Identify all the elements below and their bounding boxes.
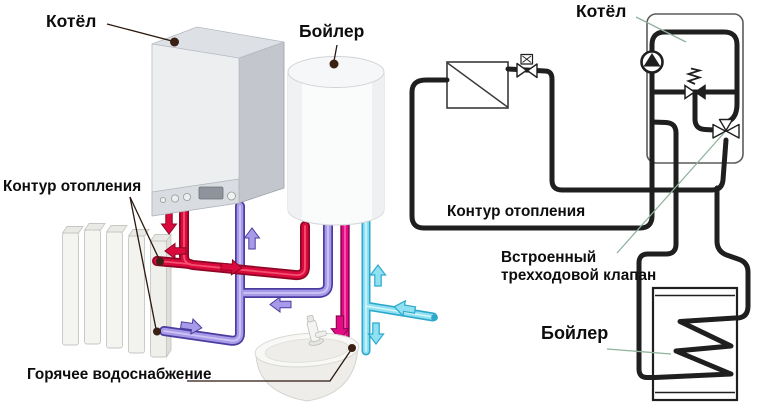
label-right-boiler-unit: Котёл — [576, 1, 627, 21]
red-arrow-down — [161, 212, 177, 235]
bypass-valve-icon — [684, 67, 706, 100]
pipe-tank-supply — [714, 185, 751, 321]
purple-arrow-up — [244, 227, 260, 250]
purple-arrow-left — [269, 296, 292, 313]
faucet — [306, 314, 327, 346]
pipe-heating-supply — [505, 66, 729, 193]
pump-icon — [640, 50, 664, 74]
boiler-display — [198, 186, 224, 200]
cold-water-pipe — [366, 220, 438, 351]
pipe-tank-coil-return — [636, 119, 738, 380]
leader-dots — [153, 37, 356, 352]
radiator-valve-icon — [516, 53, 538, 79]
cyan-arrow-down — [367, 322, 385, 345]
label-three-way-valve-line2: трехходовой клапан — [501, 266, 657, 284]
label-left-tank: Бойлер — [299, 21, 365, 41]
pipe-boiler-loop — [409, 29, 740, 231]
three-way-valve-icon — [712, 118, 740, 139]
leader-lines-left — [106, 23, 352, 382]
label-right-heating-circuit: Контур отопления — [447, 203, 586, 220]
label-left-boiler-unit: Котёл — [46, 11, 97, 31]
label-right-tank: Бойлер — [541, 323, 609, 343]
schematic-boiler-outline — [646, 13, 744, 164]
label-left-hot-water: Горячее водоснабжение — [27, 366, 212, 383]
label-left-heating-circuit: Контур отопления — [3, 178, 142, 195]
leader-lines-right — [606, 16, 725, 355]
pipe-bypass-drop — [692, 89, 717, 133]
schematic-piping — [409, 29, 751, 380]
cyan-arrow-up — [369, 264, 387, 287]
radiator-illustration — [61, 223, 172, 359]
label-three-way-valve: Встроенный трехходовой клапан — [501, 249, 656, 284]
schematic-radiator — [446, 61, 509, 109]
storage-tank-illustration — [287, 56, 385, 226]
label-three-way-valve-line1: Встроенный — [501, 249, 597, 266]
wall-boiler-illustration — [151, 26, 285, 217]
sink-illustration — [254, 314, 360, 402]
